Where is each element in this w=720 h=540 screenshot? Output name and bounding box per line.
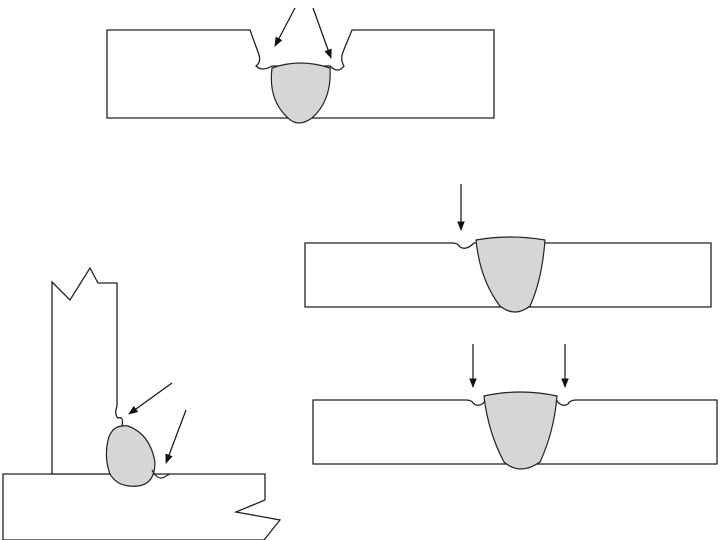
- undercut-notch: [151, 469, 171, 479]
- butt-weld-double-figure: [312, 344, 718, 470]
- weld-bead: [105, 425, 156, 487]
- weld-bead: [483, 391, 558, 470]
- weld-bead: [475, 236, 546, 313]
- arrow-icon: [128, 382, 173, 415]
- arrow-icon: [165, 409, 187, 464]
- arrow-icon: [274, 7, 296, 47]
- vertical-plate: [51, 266, 124, 475]
- base-plate: [2, 473, 282, 540]
- weld-bead: [270, 62, 331, 124]
- t-joint-figure: [2, 266, 282, 540]
- butt-weld-single-figure: [304, 184, 712, 313]
- groove-weld-figure: [106, 7, 495, 124]
- arrow-icon: [312, 7, 332, 59]
